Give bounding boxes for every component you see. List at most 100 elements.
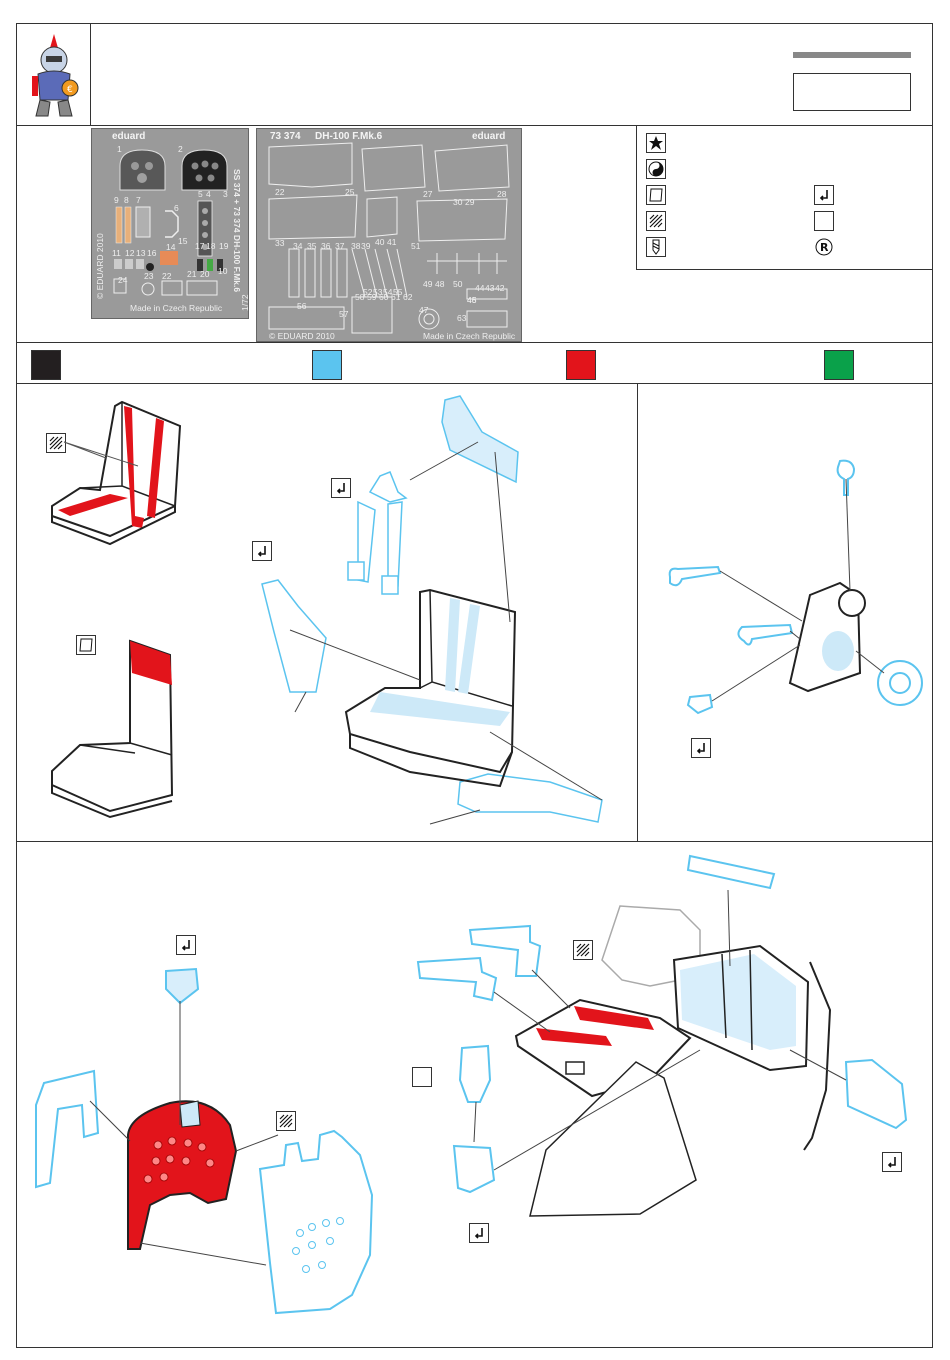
leader-lines bbox=[63, 441, 139, 467]
star-icon bbox=[649, 136, 663, 150]
part-num: 13 bbox=[136, 248, 146, 258]
panel-part-2 bbox=[181, 149, 228, 191]
part-num: 27 bbox=[423, 189, 433, 199]
part-num: 47 bbox=[419, 305, 429, 315]
part-num: 12 bbox=[125, 248, 135, 258]
check-icon bbox=[819, 190, 828, 201]
seat-step-headrest-red bbox=[51, 639, 174, 819]
part-num: 52 bbox=[363, 287, 373, 297]
part-num: 17 bbox=[195, 241, 205, 251]
legend-drill bbox=[646, 237, 666, 257]
dial-strip bbox=[197, 200, 213, 257]
part-num: 58 bbox=[355, 292, 365, 302]
color-row-top bbox=[16, 342, 933, 343]
fret-made-in: Made in Czech Republic bbox=[130, 303, 223, 313]
part-num: 38 bbox=[351, 241, 361, 251]
part-num: 2 bbox=[178, 144, 183, 154]
legend-divider bbox=[636, 125, 637, 270]
part-num: 59 bbox=[367, 292, 377, 302]
bend-marker bbox=[573, 940, 593, 960]
part-num: 36 bbox=[321, 241, 331, 251]
legend-bend bbox=[646, 211, 666, 231]
bend-hatched-icon bbox=[49, 436, 63, 450]
orange-part-14 bbox=[160, 251, 178, 265]
bend-hatched-icon bbox=[649, 214, 663, 228]
panel-part-1 bbox=[119, 149, 166, 191]
fret-brand: eduard bbox=[112, 131, 146, 142]
part-num: 48 bbox=[435, 279, 445, 289]
legend-bottom-line bbox=[636, 269, 933, 270]
fret-made-in: Made in Czech Republic bbox=[423, 331, 516, 341]
part-num: 29 bbox=[465, 197, 475, 207]
bend-hatched-icon bbox=[279, 1114, 293, 1128]
part-num: 61 bbox=[391, 292, 401, 302]
part-num: 33 bbox=[275, 238, 285, 248]
part-num: 8 bbox=[124, 195, 129, 205]
cockpit-floor-assembly bbox=[416, 854, 908, 1217]
check-icon bbox=[181, 940, 190, 951]
yin-yang-icon bbox=[648, 161, 664, 177]
part-num: 50 bbox=[453, 279, 463, 289]
color-swatch-red bbox=[566, 350, 596, 380]
legend-check bbox=[814, 185, 834, 205]
part-num: 49 bbox=[423, 279, 433, 289]
part-num: 35 bbox=[307, 241, 317, 251]
legend-yin-yang bbox=[646, 159, 666, 179]
part-num: 6 bbox=[174, 203, 179, 213]
bend-marker bbox=[46, 433, 66, 453]
logo-divider bbox=[90, 23, 91, 126]
fold-icon bbox=[649, 188, 663, 202]
fold-icon bbox=[79, 638, 93, 652]
part-num: 51 bbox=[411, 241, 421, 251]
part-num: 10 bbox=[218, 266, 228, 276]
part-num: 62 bbox=[403, 292, 413, 302]
part-num: 34 bbox=[293, 241, 303, 251]
large-fret-parts bbox=[268, 142, 510, 334]
instrument-panel-assembly bbox=[35, 967, 374, 1315]
color-swatch-black bbox=[31, 350, 61, 380]
part-num: 24 bbox=[118, 275, 128, 285]
check-marker bbox=[691, 738, 711, 758]
legend-empty-box bbox=[814, 211, 834, 231]
control-stick-assembly bbox=[668, 459, 923, 715]
part-num: 16 bbox=[147, 248, 157, 258]
legend-r-circle: R bbox=[814, 237, 834, 257]
part-num: 23 bbox=[144, 271, 154, 281]
check-marker bbox=[252, 541, 272, 561]
svg-text:€: € bbox=[67, 85, 73, 95]
part-num: 39 bbox=[361, 241, 371, 251]
part-num: 22 bbox=[162, 271, 172, 281]
part-num: 57 bbox=[339, 309, 349, 319]
fret-code: 73 374 bbox=[270, 131, 301, 142]
seat-belt-parts bbox=[115, 206, 151, 244]
bend-hatched-icon bbox=[576, 943, 590, 957]
check-marker bbox=[331, 478, 351, 498]
part-num: 55 bbox=[393, 287, 403, 297]
check-icon bbox=[336, 483, 345, 494]
header-blank-box bbox=[793, 73, 911, 111]
seat-assembly-blue-parts bbox=[261, 395, 603, 825]
part-num: 43 bbox=[485, 283, 495, 293]
part-num: 37 bbox=[335, 241, 345, 251]
part-num: 14 bbox=[166, 242, 176, 252]
part-num: 42 bbox=[495, 283, 505, 293]
photo-etch-fret-small: eduard 1 2 9 8 7 6 5 4 3 SS 374 + 73 374… bbox=[91, 128, 250, 319]
part-num: 45 bbox=[467, 295, 477, 305]
part-num: 1 bbox=[117, 144, 122, 154]
fold-marker bbox=[76, 635, 96, 655]
r-circle-icon: R bbox=[815, 238, 833, 256]
check-icon bbox=[887, 1157, 896, 1168]
part-num: 46 bbox=[467, 295, 477, 305]
color-swatch-green bbox=[824, 350, 854, 380]
part-num: 63 bbox=[457, 313, 467, 323]
small-parts-row bbox=[113, 259, 223, 296]
photo-etch-fret-large: 73 374 DH-100 F.Mk.6 eduard 22 25 27 28 … bbox=[256, 128, 522, 342]
part-num: 15 bbox=[178, 236, 188, 246]
part-num: 40 bbox=[375, 237, 385, 247]
check-marker bbox=[176, 935, 196, 955]
bracket-part-6 bbox=[165, 210, 179, 238]
color-row-bottom bbox=[16, 383, 933, 384]
header-gray-bar bbox=[793, 52, 911, 58]
part-num: 54 bbox=[383, 287, 393, 297]
part-num: 3 bbox=[223, 189, 228, 199]
